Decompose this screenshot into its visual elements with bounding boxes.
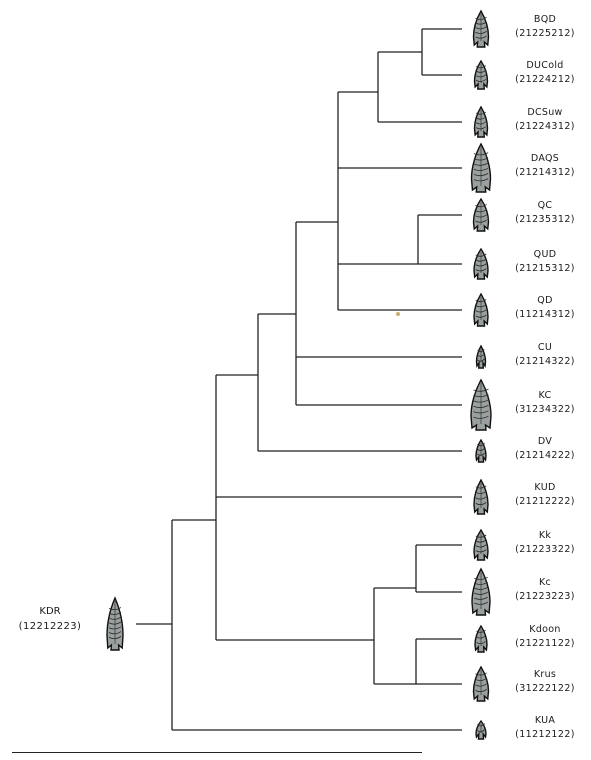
projectile-point-icon [474,11,489,47]
taxon-label-kud: KUD(21212222) [505,481,585,509]
projectile-point-icon [472,144,491,192]
taxon-code: (21223322) [505,543,585,557]
taxon-label-kk: Kk(21223322) [505,529,585,557]
taxon-name: DV [505,435,585,449]
taxon-label-kc: KC(31234322) [505,389,585,417]
taxon-code: (21225212) [505,27,585,41]
taxon-name: KUA [505,714,585,728]
taxon-label-kc: Kc(21223223) [505,576,585,604]
taxon-code: (11212122) [505,728,585,742]
projectile-point-icon [472,569,490,615]
projectile-point-icon [477,346,486,368]
taxon-name: QD [505,294,585,308]
taxon-label-qd: QD(11214312) [505,294,585,322]
projectile-point-icon [474,294,488,326]
projectile-point-icon [475,61,488,89]
projectile-point-icon [471,380,491,430]
taxon-label-qud: QUD(21215312) [505,248,585,276]
taxon-name: BQD [505,13,585,27]
taxon-code: (21235312) [505,213,585,227]
projectile-point-icon [475,107,488,137]
taxon-name: QUD [505,248,585,262]
taxon-label-dcsuw: DCSuw(21224312) [505,106,585,134]
projectile-point-icon [475,626,487,652]
bottom-rule [12,752,422,753]
taxon-label-kua: KUA(11212122) [505,714,585,742]
projectile-point-icon [476,721,486,739]
taxon-name: Kk [505,529,585,543]
taxon-code: (21223223) [505,590,585,604]
root-label: KDR (12212223) [10,604,90,634]
taxon-name: QC [505,199,585,213]
taxon-code: (31234322) [505,403,585,417]
taxon-name: DAQS [505,152,585,166]
taxon-code: (21214312) [505,166,585,180]
taxon-code: (21215312) [505,262,585,276]
taxon-label-daqs: DAQS(21214312) [505,152,585,180]
projectile-point-icon [474,530,488,560]
taxon-label-krus: Krus(31222122) [505,668,585,696]
taxon-code: (21224312) [505,120,585,134]
taxon-name: KUD [505,481,585,495]
projectile-point-icon [474,249,488,279]
taxon-label-bqd: BQD(21225212) [505,13,585,41]
taxon-name: DCSuw [505,106,585,120]
root-name: KDR [10,604,90,619]
projectile-point-icon [474,199,489,231]
projectile-point-icon [476,440,486,462]
taxon-code: (31222122) [505,682,585,696]
taxon-name: Kdoon [505,623,585,637]
taxon-code: (21224212) [505,73,585,87]
projectile-point-icon [474,480,488,514]
taxon-name: KC [505,389,585,403]
taxon-code: (21214322) [505,355,585,369]
taxon-label-kdoon: Kdoon(21221122) [505,623,585,651]
speck [396,312,400,316]
taxon-name: CU [505,341,585,355]
taxon-label-cu: CU(21214322) [505,341,585,369]
taxon-label-qc: QC(21235312) [505,199,585,227]
taxon-label-dv: DV(21214222) [505,435,585,463]
projectile-point-icon [474,667,489,701]
taxon-label-ducold: DUCold(21224212) [505,59,585,87]
taxon-name: Kc [505,576,585,590]
projectile-point-icon [107,598,123,650]
taxon-code: (21214222) [505,449,585,463]
taxon-name: DUCold [505,59,585,73]
taxon-code: (21212222) [505,495,585,509]
root-code: (12212223) [10,619,90,634]
taxon-code: (11214312) [505,308,585,322]
taxon-code: (21221122) [505,637,585,651]
taxon-name: Krus [505,668,585,682]
